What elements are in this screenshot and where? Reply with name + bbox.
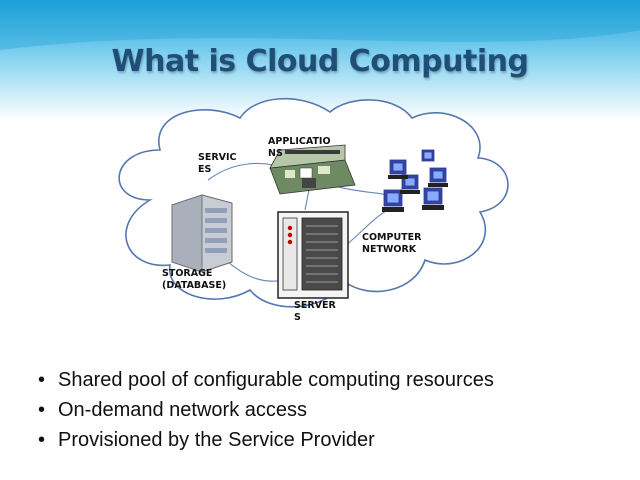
slide-title: What is Cloud Computing [111, 44, 529, 79]
bullet-glyph: • [38, 399, 46, 421]
applications-icon [269, 144, 356, 195]
storage-server-icon [171, 194, 233, 273]
bullet-text: On-demand network access [58, 399, 308, 421]
bullet-glyph: • [38, 369, 46, 391]
bullet-glyph: • [38, 429, 46, 451]
bullet-list: • Shared pool of configurable computing … [38, 365, 494, 455]
label-applications: APPLICATIONS [268, 136, 331, 159]
label-services: SERVICES [198, 152, 237, 175]
bullet-item: • Provisioned by the Service Provider [38, 425, 494, 455]
bullet-item: • Shared pool of configurable computing … [38, 365, 494, 395]
computer-network-icon [382, 149, 448, 212]
bullet-text: Provisioned by the Service Provider [58, 429, 375, 451]
label-computer-network: COMPUTER NETWORK [362, 232, 422, 255]
label-storage: STORAGE (DATABASE) [162, 268, 227, 291]
cloud-diagram [118, 97, 509, 308]
server-rack-icon [277, 211, 349, 299]
bullet-item: • On-demand network access [38, 395, 494, 425]
bullet-text: Shared pool of configurable computing re… [58, 369, 494, 391]
label-servers: SERVERS [294, 300, 336, 323]
